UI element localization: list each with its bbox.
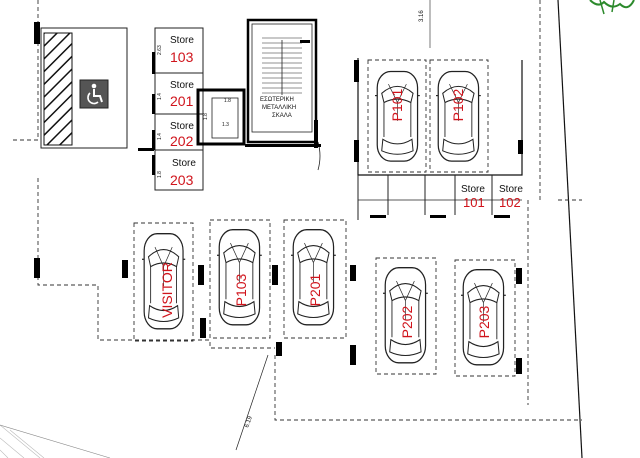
staircase: ΕΣΩΤΕΡΙΚΗ ΜΕΤΑΛΛΙΚΗ ΣΚΑΛΑ — [245, 18, 321, 171]
parking-bays: P101 P102 VISITOR P103 P201 P202 — [133, 59, 516, 377]
bay-visitor[interactable]: VISITOR — [133, 222, 194, 342]
store-column: Store 103 2.63 Store 201 1.4 Store 202 1… — [138, 27, 204, 191]
tree-icon — [589, 0, 635, 15]
stair-label-line3: ΣΚΑΛΑ — [272, 113, 292, 119]
bay-p101[interactable]: P101 — [367, 59, 427, 173]
store-label: Store — [499, 184, 523, 195]
store-number: 102 — [499, 195, 521, 210]
bay-p102[interactable]: P102 — [429, 59, 489, 173]
stair-label-line2: ΜΕΤΑΛΛΙΚΗ — [262, 105, 296, 111]
dimension-bottom: 6.19 — [235, 354, 269, 451]
dimension-bottom-text: 6.19 — [244, 415, 254, 429]
wheelchair-icon — [79, 79, 109, 109]
store-number: 201 — [170, 93, 194, 109]
bay-p103[interactable]: P103 — [209, 219, 271, 339]
store-dim: 1.4 — [157, 133, 163, 140]
store-label: Store — [170, 35, 194, 46]
right-stores: Store 101 Store 102 — [461, 184, 523, 210]
parking-block-top — [354, 58, 523, 220]
lift-dim-side: 1.8 — [203, 113, 209, 120]
store-201[interactable]: Store 201 1.4 — [155, 80, 203, 115]
bay-label: P201 — [307, 273, 323, 306]
bay-p201[interactable]: P201 — [283, 219, 347, 339]
store-label: Store — [172, 158, 196, 169]
stair-label-line1: ΕΣΩΤΕΡΙΚΗ — [260, 97, 294, 103]
store-dim: 1.4 — [157, 93, 163, 100]
dimension-top: 3.16 — [419, 0, 431, 48]
store-number: 101 — [463, 195, 485, 210]
bay-label: P101 — [389, 88, 405, 121]
store-203[interactable]: Store 203 1.8 — [157, 158, 196, 188]
bay-label: P203 — [476, 305, 492, 338]
dimension-top-text: 3.16 — [419, 10, 425, 22]
bay-label: VISITOR — [159, 262, 175, 318]
bay-p203[interactable]: P203 — [454, 259, 516, 377]
store-dim: 2.63 — [157, 45, 163, 55]
store-102[interactable]: Store 102 — [499, 184, 523, 210]
bay-p202[interactable]: P202 — [375, 257, 437, 375]
column-markers — [34, 22, 522, 374]
store-number: 103 — [170, 49, 194, 65]
lift-dim-width: 1.8 — [224, 98, 231, 104]
bay-label: P202 — [399, 305, 415, 338]
store-202[interactable]: Store 202 1.4 — [155, 121, 203, 151]
store-101[interactable]: Store 101 — [461, 184, 485, 210]
boundary-lines — [10, 0, 583, 458]
accessible-bay — [40, 27, 128, 149]
bay-label: P102 — [450, 88, 466, 121]
store-label: Store — [461, 184, 485, 195]
store-number: 202 — [170, 133, 194, 149]
site-hatch — [0, 424, 111, 458]
store-dim: 1.8 — [157, 171, 163, 178]
lift-dim-height: 1.3 — [222, 122, 229, 128]
lift-shaft: 1.8 1.3 1.8 — [196, 88, 246, 146]
store-label: Store — [170, 121, 194, 132]
store-label: Store — [170, 80, 194, 91]
store-103[interactable]: Store 103 2.63 — [155, 35, 203, 74]
store-number: 203 — [170, 172, 194, 188]
bay-label: P103 — [233, 273, 249, 306]
